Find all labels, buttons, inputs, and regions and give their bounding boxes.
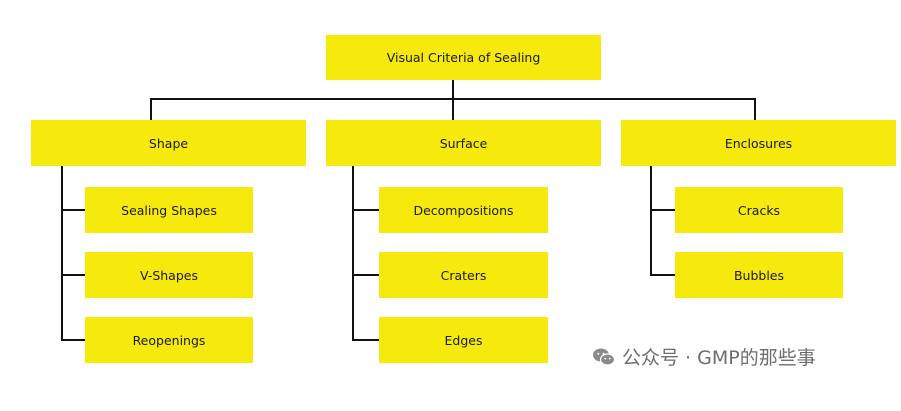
branch-label: Surface — [439, 135, 488, 151]
shape-tick — [61, 209, 85, 211]
leaf-label: Sealing Shapes — [121, 202, 217, 218]
leaf-node: V-Shapes — [85, 252, 253, 298]
watermark-text: 公众号 · GMP的那些事 — [622, 347, 816, 369]
shape-tick — [61, 339, 85, 341]
leaf-node: Sealing Shapes — [85, 187, 253, 233]
leaf-node: Decompositions — [379, 187, 548, 233]
branch-node-enclosures: Enclosures — [621, 120, 896, 166]
leaf-node: Craters — [379, 252, 548, 298]
surface-tick — [352, 274, 379, 276]
watermark: 公众号 · GMP的那些事 — [592, 343, 816, 370]
leaf-label: V-Shapes — [140, 267, 198, 283]
branch-drop-enclosures — [754, 98, 756, 120]
shape-spine — [61, 166, 63, 341]
enclosures-tick — [650, 274, 675, 276]
root-node: Visual Criteria of Sealing — [326, 35, 601, 80]
branch-node-shape: Shape — [31, 120, 306, 166]
leaf-label: Craters — [440, 267, 487, 283]
leaf-node: Reopenings — [85, 317, 253, 363]
branch-node-surface: Surface — [326, 120, 601, 166]
leaf-label: Decompositions — [413, 202, 514, 218]
enclosures-tick — [650, 209, 675, 211]
leaf-label: Cracks — [737, 202, 781, 218]
leaf-node: Bubbles — [675, 252, 843, 298]
surface-spine — [352, 166, 354, 341]
branch-label: Shape — [148, 135, 189, 151]
shape-tick — [61, 274, 85, 276]
leaf-label: Edges — [444, 332, 483, 348]
wechat-icon — [593, 348, 616, 366]
root-label: Visual Criteria of Sealing — [386, 50, 541, 65]
root-stem — [452, 80, 454, 99]
leaf-label: Reopenings — [132, 332, 206, 348]
leaf-label: Bubbles — [733, 267, 785, 283]
enclosures-spine — [650, 166, 652, 276]
branch-drop-surface — [452, 98, 454, 120]
surface-tick — [352, 209, 379, 211]
leaf-node: Edges — [379, 317, 548, 363]
branch-drop-shape — [150, 98, 152, 120]
leaf-node: Cracks — [675, 187, 843, 233]
surface-tick — [352, 339, 379, 341]
branch-label: Enclosures — [724, 135, 793, 151]
